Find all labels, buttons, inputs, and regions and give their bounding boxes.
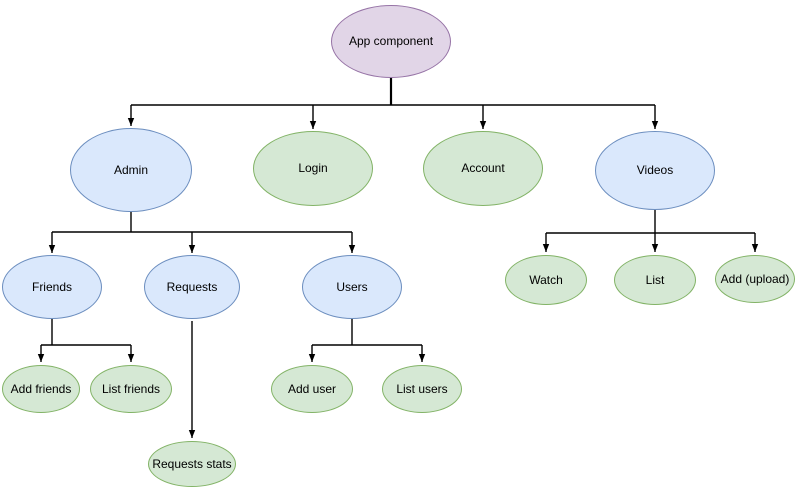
node-watch: Watch	[505, 255, 587, 305]
node-friends-label: Friends	[31, 279, 72, 294]
node-users-label: Users	[336, 279, 368, 294]
node-users: Users	[302, 255, 402, 319]
node-requests-stats: Requests stats	[148, 441, 236, 487]
node-requests-label: Requests	[166, 279, 218, 294]
node-login-label: Login	[298, 161, 328, 176]
node-add-user-label: Add user	[287, 381, 337, 396]
node-requests: Requests	[144, 255, 240, 319]
node-videos: Videos	[595, 131, 715, 210]
node-app-component-label: App component	[348, 34, 434, 49]
node-list: List	[614, 255, 696, 305]
node-list-friends-label: List friends	[101, 381, 161, 396]
node-requests-stats-label: Requests stats	[152, 456, 232, 471]
node-add-upload: Add (upload)	[715, 255, 795, 303]
node-add-friends: Add friends	[2, 365, 80, 413]
node-watch-label: Watch	[529, 272, 563, 287]
node-add-user: Add user	[271, 365, 353, 413]
node-account: Account	[423, 131, 543, 206]
node-list-label: List	[645, 272, 665, 287]
node-friends: Friends	[2, 255, 102, 319]
node-admin: Admin	[70, 128, 192, 212]
node-list-users: List users	[382, 365, 462, 413]
node-list-users-label: List users	[396, 381, 448, 396]
node-app-component: App component	[331, 5, 451, 78]
node-add-upload-label: Add (upload)	[720, 271, 790, 286]
node-videos-label: Videos	[636, 163, 674, 178]
node-admin-label: Admin	[113, 162, 148, 177]
node-list-friends: List friends	[90, 365, 172, 413]
node-add-friends-label: Add friends	[10, 381, 72, 396]
node-account-label: Account	[461, 161, 505, 176]
node-login: Login	[253, 131, 373, 206]
